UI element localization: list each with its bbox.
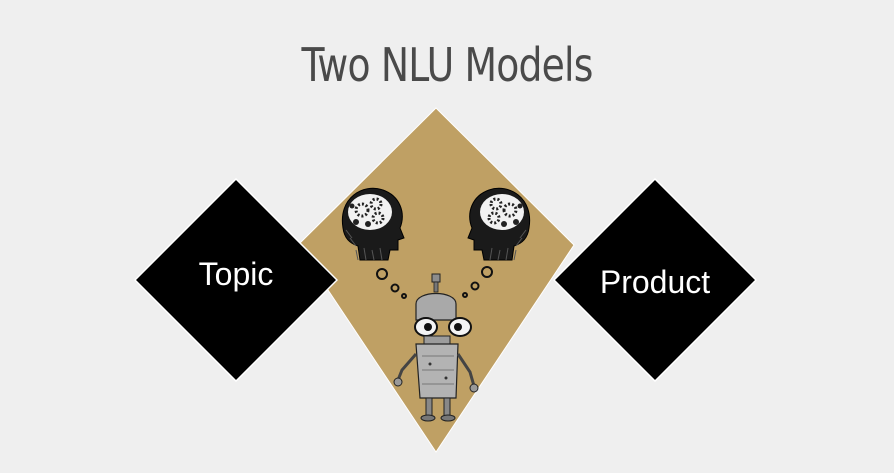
brain-gears-head-icon-right: [467, 187, 531, 261]
topic-diamond-shape: [134, 178, 338, 382]
topic-diamond: Topic: [134, 178, 338, 382]
slide-title: Two NLU Models: [301, 38, 593, 92]
thought-bubbles-right: [462, 266, 493, 298]
robot-illustration: [393, 273, 479, 422]
topic-label: Topic: [198, 256, 274, 292]
product-label: Product: [599, 264, 711, 300]
product-diamond: Product: [553, 178, 757, 382]
thought-bubbles-left: [376, 268, 407, 299]
brain-gears-head-icon-left: [341, 187, 405, 261]
center-illustration: [341, 187, 531, 422]
product-diamond-shape: [553, 178, 757, 382]
